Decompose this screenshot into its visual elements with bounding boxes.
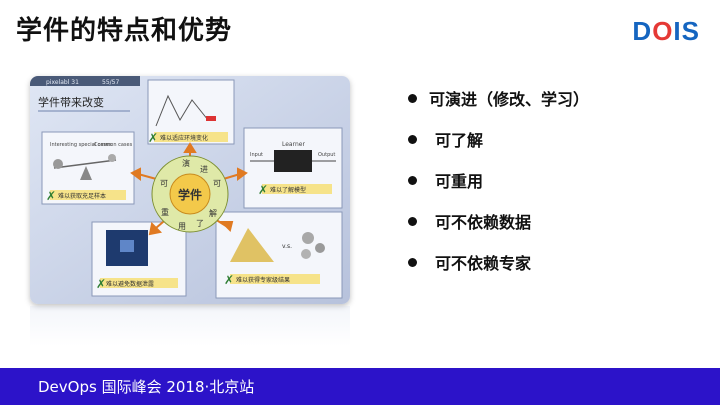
card-label: 难以适应环境变化 [160, 134, 208, 142]
learner-label: Learner [282, 141, 305, 148]
list-item: 可演进（修改、学习） [408, 88, 589, 109]
svg-text:v.s.: v.s. [282, 243, 292, 250]
svg-text:了: 了 [196, 219, 204, 228]
x-mark-icon: ✗ [224, 273, 234, 287]
svg-text:进: 进 [200, 165, 208, 174]
sand-pile [230, 228, 274, 262]
bullet-icon [408, 134, 417, 144]
x-mark-icon: ✗ [258, 183, 268, 197]
learnware-wheel: 学件 演 进 可 解 了 用 重 可 [151, 155, 229, 233]
photo-header: 学件带来改变 [38, 95, 104, 109]
x-mark-icon: ✗ [148, 131, 158, 145]
card-label-left: Interesting special cases [50, 142, 112, 148]
card-model: Learner Input Output 难以了解模型 ✗ [243, 127, 343, 209]
list-item: 可不依赖专家 [408, 252, 589, 273]
topbar-left: pixelabl 31 [46, 79, 79, 86]
bullet-icon [408, 257, 417, 267]
arrow-icons [130, 142, 248, 236]
learnware-diagram-photo: pixelabl 31 55/57 学件带来改变 难以适应环境变化 ✗ Inte… [30, 76, 350, 304]
balance-scale-icon [80, 166, 92, 180]
card-privacy: 难以避免数据泄露 ✗ [91, 221, 187, 297]
card-samples: Interesting special cases Common cases 难… [41, 131, 135, 205]
svg-text:可: 可 [160, 179, 168, 188]
topbar-right: 55/57 [102, 79, 119, 86]
card-label: 难以获得专家级结果 [236, 276, 290, 284]
footer-text: DevOps 国际峰会 2018·北京站 [38, 378, 255, 396]
svg-text:Input: Input [250, 152, 263, 158]
wheel-title: 学件 [178, 187, 202, 202]
svg-text:用: 用 [178, 222, 186, 231]
footer-bar: DevOps 国际峰会 2018·北京站 [0, 368, 720, 405]
card-label: 难以了解模型 [270, 186, 306, 194]
feature-list: 可演进（修改、学习） 可了解 可重用 可不依赖数据 可不依赖专家 [408, 88, 589, 293]
svg-text:演: 演 [182, 158, 190, 168]
x-mark-icon: ✗ [46, 189, 56, 203]
list-item: 可了解 [408, 129, 589, 150]
card-label: 难以获取充足样本 [58, 192, 106, 200]
list-item: 可不依赖数据 [408, 211, 589, 232]
slide-photo: pixelabl 31 55/57 学件带来改变 难以适应环境变化 ✗ Inte… [30, 76, 350, 304]
x-mark-icon: ✗ [96, 277, 106, 291]
card-label: 难以避免数据泄露 [106, 280, 154, 288]
slide-title: 学件的特点和优势 [16, 16, 233, 46]
svg-text:解: 解 [209, 208, 217, 218]
card-environment: 难以适应环境变化 ✗ [147, 79, 235, 145]
svg-text:Output: Output [318, 152, 335, 158]
photo-reflection [30, 306, 350, 346]
bullet-icon [408, 175, 417, 185]
svg-text:可: 可 [213, 179, 221, 188]
bullet-icon [408, 93, 417, 103]
dois-logo: DOIS [632, 16, 700, 46]
list-item: 可重用 [408, 170, 589, 191]
bullet-icon [408, 216, 417, 226]
card-expert: v.s. 难以获得专家级结果 ✗ [215, 211, 343, 299]
black-box [274, 150, 312, 172]
photo-topbar [30, 76, 140, 86]
card-label-right: Common cases [94, 142, 133, 148]
svg-text:重: 重 [161, 207, 169, 217]
